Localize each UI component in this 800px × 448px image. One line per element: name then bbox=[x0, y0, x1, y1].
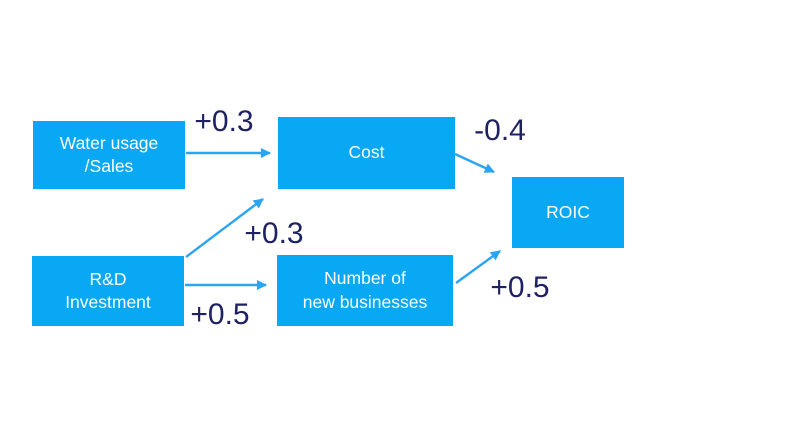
node-water-usage-sales-label: Water usage /Sales bbox=[59, 132, 159, 176]
edge-label-water-usage-to-cost: +0.3 bbox=[194, 105, 254, 138]
node-cost-label: Cost bbox=[348, 142, 385, 163]
node-rd-investment-label: R&D Investment bbox=[65, 268, 151, 312]
node-number-of-new-businesses: Number of new businesses bbox=[277, 255, 453, 326]
node-roic: ROIC bbox=[512, 177, 624, 248]
edge-label-cost-to-roic: -0.4 bbox=[474, 114, 526, 147]
node-roic-label: ROIC bbox=[546, 201, 590, 222]
node-number-of-new-businesses-label: Number of new businesses bbox=[302, 268, 428, 312]
edge-cost-to-roic bbox=[454, 152, 495, 174]
edge-label-rd-investment-to-new-businesses: +0.5 bbox=[190, 298, 250, 331]
node-cost: Cost bbox=[278, 117, 455, 189]
edge-label-new-businesses-to-roic: +0.5 bbox=[490, 271, 550, 304]
node-water-usage-sales: Water usage /Sales bbox=[33, 121, 185, 189]
node-rd-investment: R&D Investment bbox=[32, 256, 184, 326]
edge-label-rd-investment-to-cost: +0.3 bbox=[244, 217, 304, 250]
